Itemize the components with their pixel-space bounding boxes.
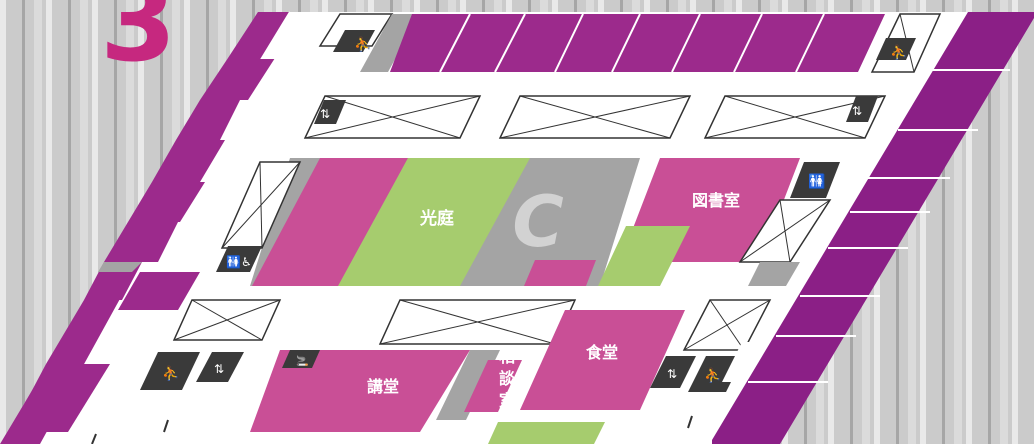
stairs-icon: ⛹ [140,352,200,390]
auditorium-label: 講堂 [367,377,399,396]
library-label: 図書室 [692,191,740,210]
right-rooms [712,12,1034,444]
consultation-label-2: 談 [499,369,516,388]
consultation-label-1: 相 [499,347,515,366]
auditorium: 🚬 講堂 [250,350,470,432]
stairs-icon: ⛹ [333,30,375,53]
library: 図書室 [598,158,800,286]
lower-void-row [172,299,772,351]
elevator-icon: ⇅ [314,100,346,124]
cafeteria-label: 食堂 [585,343,618,362]
cafeteria: 食堂 [520,310,685,410]
svg-text:🚻: 🚻 [808,173,825,190]
svg-text:🚻♿: 🚻♿ [226,255,252,269]
top-rooms [390,13,885,73]
consultation-label-3: 室 [499,391,515,410]
stairs-icon: ⛹ [688,356,744,392]
elevator-icon: ⇅ [196,352,244,382]
elevator-icon: ⇅ [846,96,878,122]
elevator-icon: ⇅ [650,356,696,388]
svg-text:⛹: ⛹ [704,366,721,384]
svg-text:⛹: ⛹ [162,364,179,382]
svg-text:⛹: ⛹ [354,35,371,53]
courtyard: 光庭 [338,158,530,286]
floor-number: 3 [100,0,177,86]
room-west-pink [252,158,408,286]
upper-void-row [303,95,887,139]
consultation-room [464,360,522,412]
restroom-icon: 🚻 [790,162,840,198]
svg-text:⛹: ⛹ [890,43,907,61]
stairs-icon: ⛹ [876,38,916,61]
building-letter: C [512,181,563,263]
accessible-restroom-icon: 🚻♿ [216,246,262,272]
smoking-icon: 🚬 [296,354,308,367]
svg-text:⇅: ⇅ [667,367,677,381]
svg-text:⇅: ⇅ [852,104,862,118]
courtyard-label: 光庭 [419,208,454,229]
left-rooms [0,11,291,444]
svg-text:⇅: ⇅ [214,362,224,376]
svg-text:⇅: ⇅ [320,107,330,121]
